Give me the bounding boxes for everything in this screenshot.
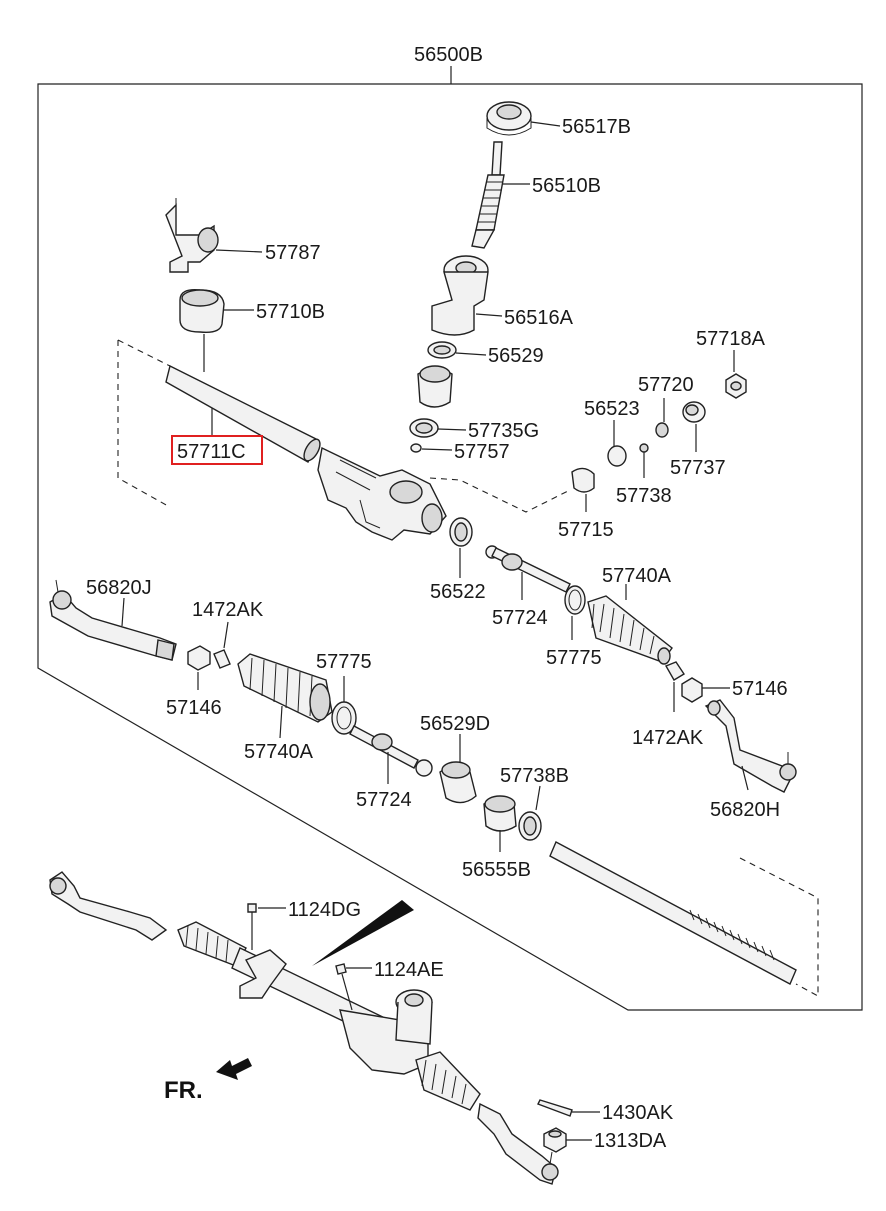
part-1124AE-drawing xyxy=(335,963,353,1011)
part-57738B-drawing xyxy=(518,811,542,841)
part-1472AK-left-drawing xyxy=(213,649,231,669)
assembled-view-drawing xyxy=(49,871,559,1185)
part-56555B-drawing xyxy=(483,795,517,832)
part-1313DA-drawing xyxy=(543,1127,567,1153)
label-56516A[interactable]: 56516A xyxy=(504,307,574,329)
part-57710B-drawing xyxy=(179,289,225,334)
label-56523[interactable]: 56523 xyxy=(584,398,640,420)
label-56529[interactable]: 56529 xyxy=(488,345,544,367)
part-57146-left-drawing xyxy=(187,645,211,671)
label-57724-right[interactable]: 57724 xyxy=(492,607,548,629)
label-57711C[interactable]: 57711C xyxy=(177,441,246,463)
label-57735G[interactable]: 57735G xyxy=(468,420,539,442)
label-front-direction: FR. xyxy=(164,1077,203,1104)
front-direction-arrow xyxy=(216,1058,252,1080)
part-57724-left-drawing xyxy=(349,725,433,777)
part-57775-right-drawing xyxy=(564,585,586,615)
part-1430AK-drawing xyxy=(537,1099,573,1117)
part-57718A-drawing xyxy=(725,373,747,399)
pointer-wedge xyxy=(312,900,414,966)
label-1124DG[interactable]: 1124DG xyxy=(288,899,361,921)
part-57711C-drawing xyxy=(165,364,321,463)
label-57740A-right[interactable]: 57740A xyxy=(602,565,672,587)
housing-dashed-outline xyxy=(117,339,171,507)
label-57738[interactable]: 57738 xyxy=(616,485,672,507)
label-56500B[interactable]: 56500B xyxy=(414,44,483,66)
part-56522-drawing xyxy=(449,517,473,547)
part-57146-right-drawing xyxy=(681,677,703,703)
label-56522[interactable]: 56522 xyxy=(430,581,486,603)
part-56820H-drawing xyxy=(704,699,797,793)
rack-dashed-outline xyxy=(739,857,819,997)
label-57737[interactable]: 57737 xyxy=(670,457,726,479)
part-57757-drawing xyxy=(410,443,422,453)
part-1472AK-right-drawing xyxy=(664,661,685,681)
label-57720[interactable]: 57720 xyxy=(638,374,694,396)
label-57740A-left[interactable]: 57740A xyxy=(244,741,314,763)
label-57710B[interactable]: 57710B xyxy=(256,301,325,323)
part-57735G-drawing xyxy=(409,418,439,438)
label-1313DA[interactable]: 1313DA xyxy=(594,1130,667,1152)
part-57715-drawing xyxy=(571,467,595,493)
label-57775-left[interactable]: 57775 xyxy=(316,651,372,673)
part-57740A-left-drawing xyxy=(237,653,333,723)
part-56510B-drawing xyxy=(471,141,505,249)
part-57737-drawing xyxy=(682,401,706,423)
label-57724-left[interactable]: 57724 xyxy=(356,789,412,811)
part-57738-drawing xyxy=(639,443,649,453)
label-1430AK[interactable]: 1430AK xyxy=(602,1102,674,1124)
label-57146-right[interactable]: 57146 xyxy=(732,678,788,700)
part-56529D-drawing xyxy=(439,761,477,804)
part-56516A-drawing xyxy=(431,255,489,336)
label-1472AK-right[interactable]: 1472AK xyxy=(632,727,704,749)
highlight-box-57711C xyxy=(171,435,263,465)
label-56555B[interactable]: 56555B xyxy=(462,859,531,881)
part-56529-drawing xyxy=(427,341,457,359)
part-57724-right-drawing xyxy=(485,545,571,593)
label-57718A[interactable]: 57718A xyxy=(696,328,766,350)
part-57720-drawing xyxy=(655,422,669,438)
part-56820J-drawing xyxy=(49,579,177,661)
label-57757[interactable]: 57757 xyxy=(454,441,510,463)
label-1472AK-left[interactable]: 1472AK xyxy=(192,599,264,621)
part-56523-drawing xyxy=(607,445,627,467)
label-57738B[interactable]: 57738B xyxy=(500,765,569,787)
part-57787-drawing xyxy=(165,198,219,273)
part-piston-drawing xyxy=(417,365,453,408)
label-1124AE[interactable]: 1124AE xyxy=(374,959,444,981)
label-57775-right[interactable]: 57775 xyxy=(546,647,602,669)
label-56529D[interactable]: 56529D xyxy=(420,713,490,735)
label-56820J[interactable]: 56820J xyxy=(86,577,152,599)
label-56517B[interactable]: 56517B xyxy=(562,116,631,138)
label-57715[interactable]: 57715 xyxy=(558,519,614,541)
label-56820H[interactable]: 56820H xyxy=(710,799,780,821)
part-57740A-right-drawing xyxy=(587,595,673,665)
part-gear-housing-drawing xyxy=(317,446,447,541)
label-57787[interactable]: 57787 xyxy=(265,242,321,264)
label-57146-left[interactable]: 57146 xyxy=(166,697,222,719)
label-56510B[interactable]: 56510B xyxy=(532,175,601,197)
part-rack-drawing xyxy=(549,841,797,985)
part-1124DG-drawing xyxy=(247,903,257,950)
assembly-outline xyxy=(37,83,863,1011)
part-56517B-drawing xyxy=(486,101,532,136)
